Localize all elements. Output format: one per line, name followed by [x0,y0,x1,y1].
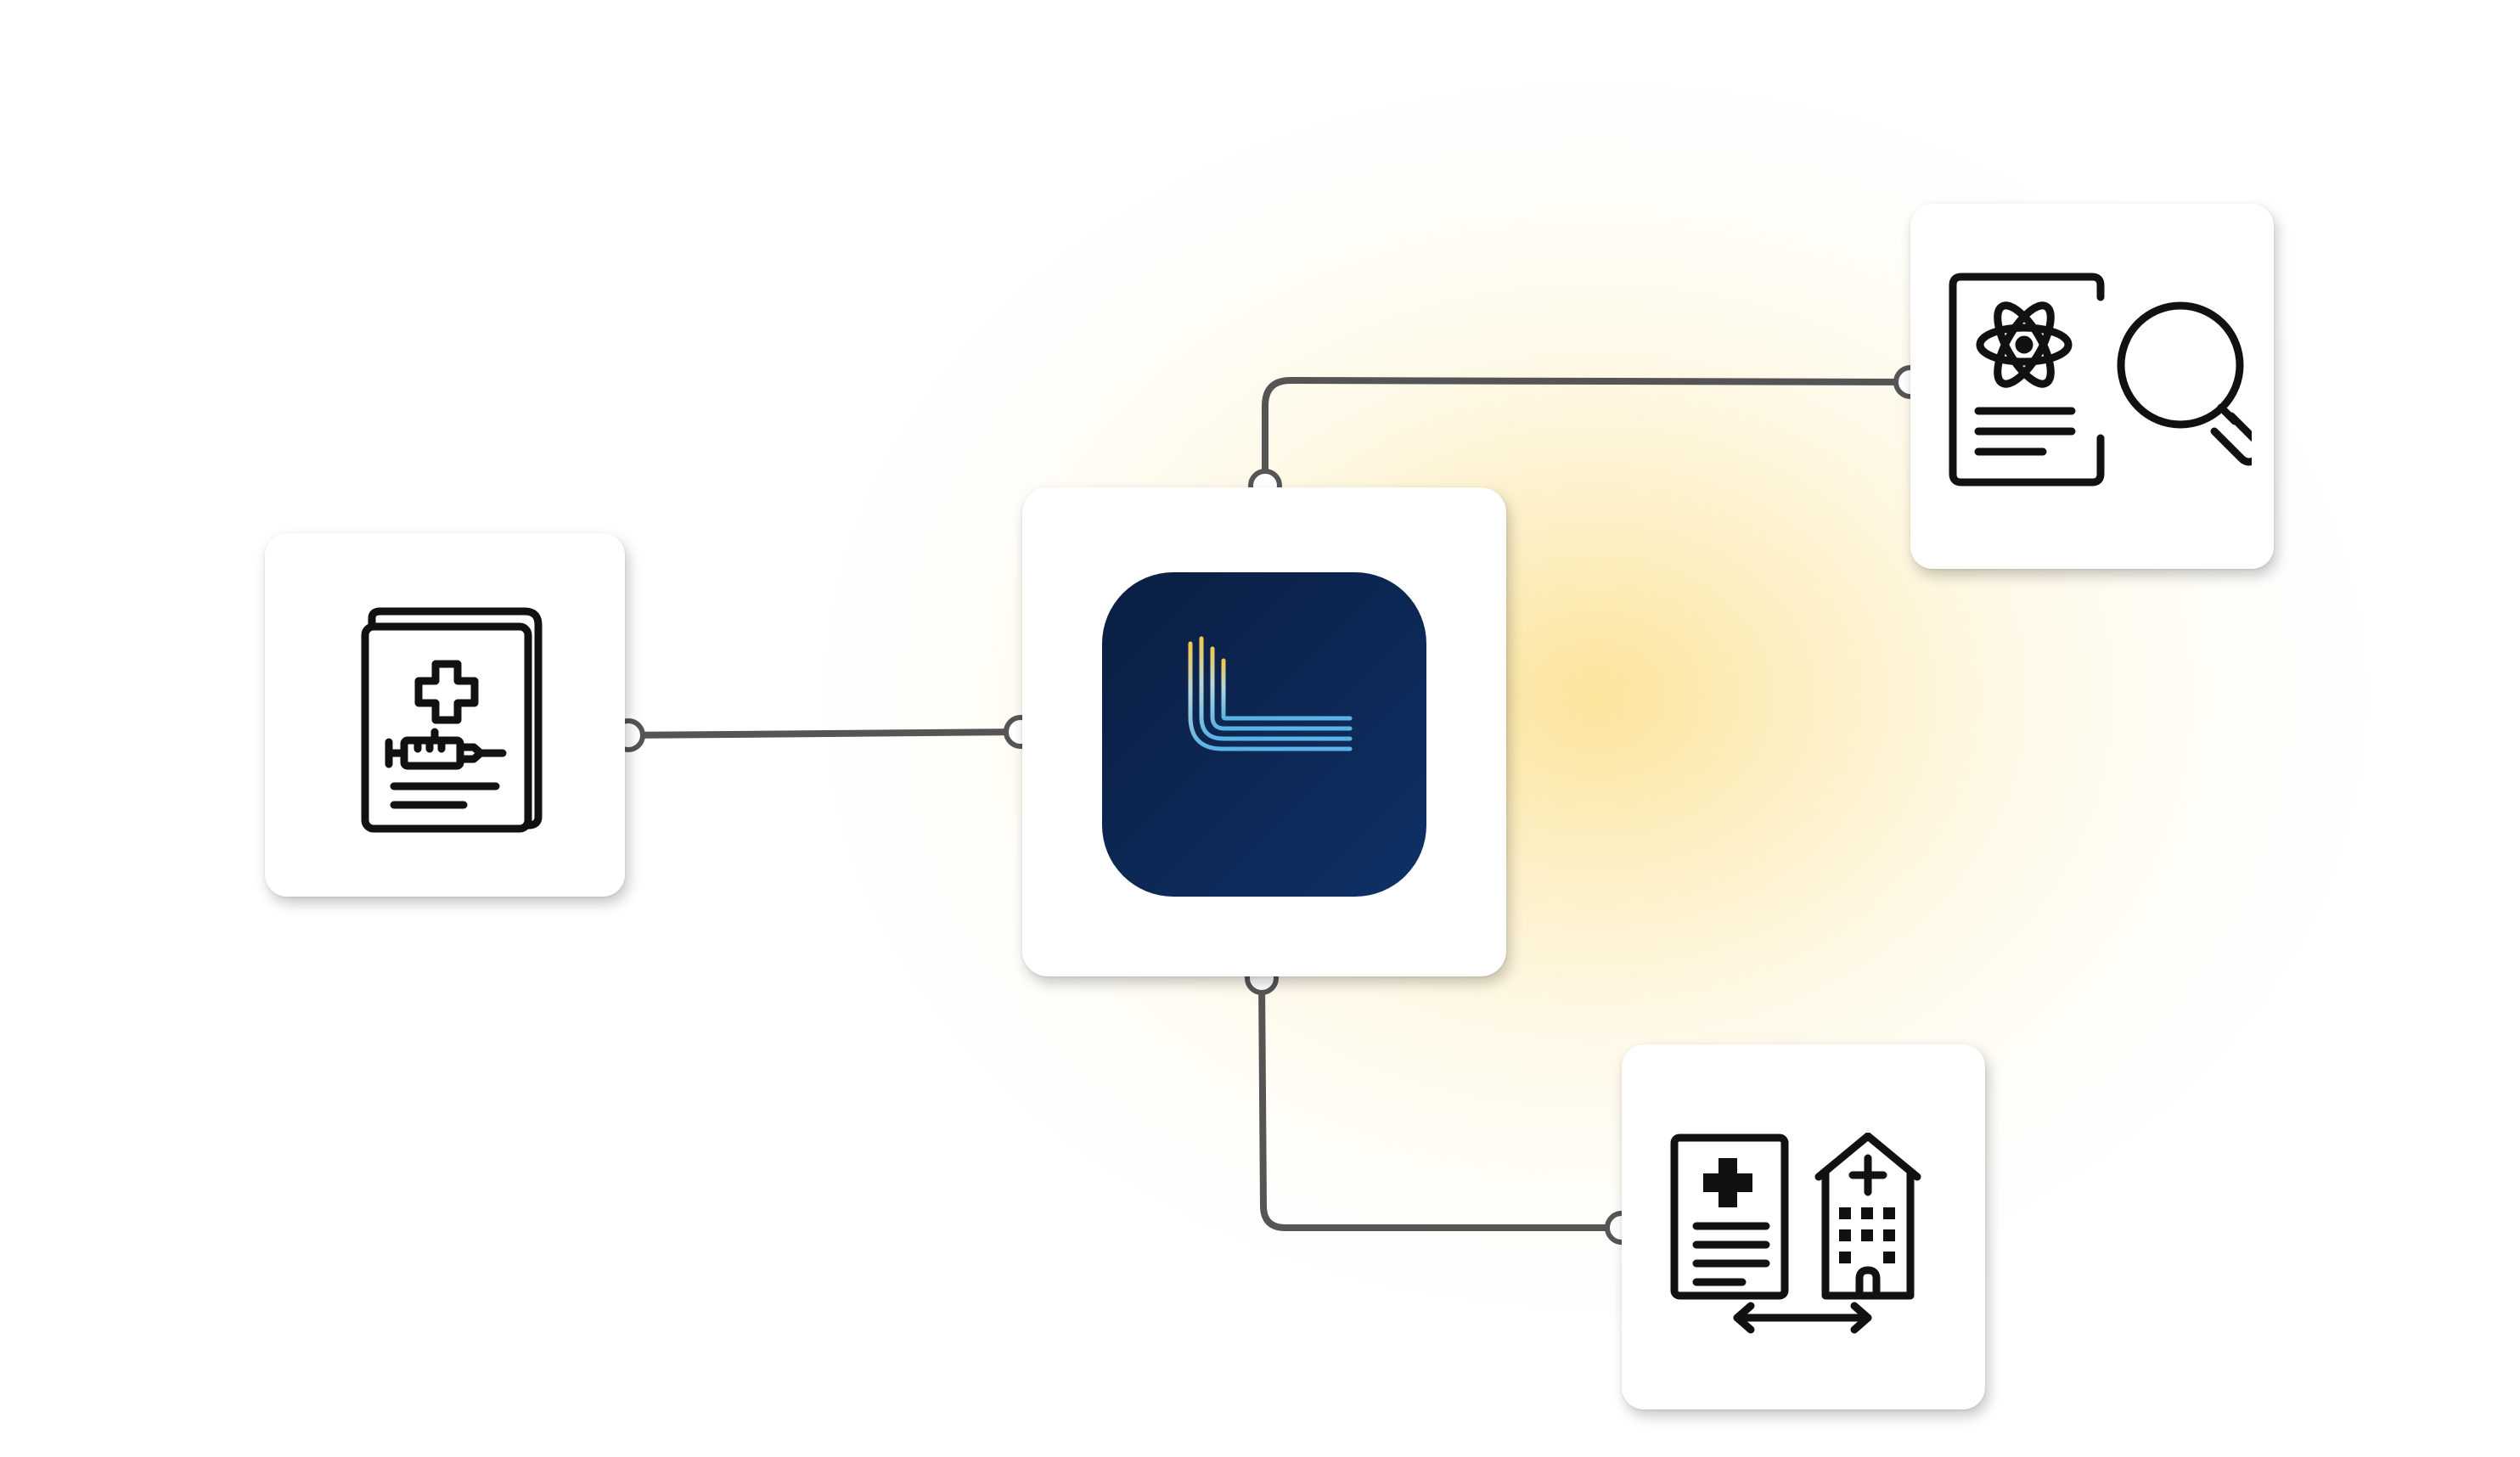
node-card-medical-record[interactable] [265,533,625,897]
medical-record-vaccine-icon [361,607,543,833]
connector-hub-to-top-right [1262,377,1914,489]
connector-left-to-hub [625,728,1024,739]
node-card-research[interactable] [1910,204,2274,569]
health-app-logo-icon [1102,572,1426,897]
medical-record-hospital-transfer-icon [1670,1133,1921,1334]
research-document-magnifier-icon [1949,273,2252,487]
node-card-hospital-transfer[interactable] [1622,1044,1985,1409]
connector-hub-to-bottom-right [1258,975,1625,1231]
hub-card-health-app[interactable] [1022,487,1506,976]
